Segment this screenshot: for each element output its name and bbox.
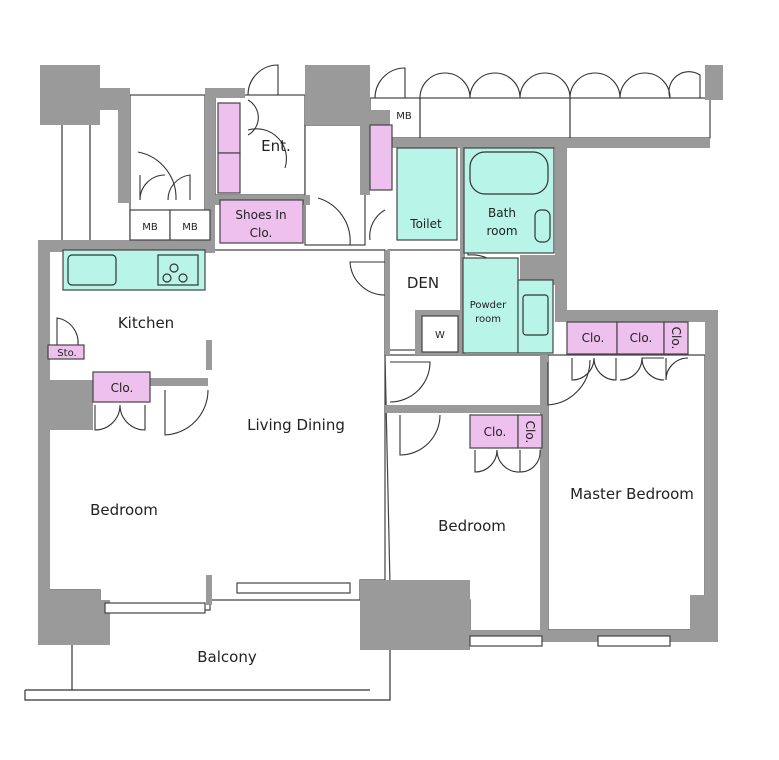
label-storage: Sto. xyxy=(57,348,76,359)
label-living-dining: Living Dining xyxy=(247,416,345,434)
label-mb-left-1: MB xyxy=(142,222,158,233)
room-labels: Ent. Shoes In Clo. MB MB MB Toilet Bath … xyxy=(57,111,694,666)
label-bedroom-left: Bedroom xyxy=(90,501,158,519)
windows xyxy=(104,582,671,647)
label-shoes-closet-2: Clo. xyxy=(250,226,273,240)
label-bath: Bath xyxy=(488,206,516,220)
label-shoes-closet: Shoes In xyxy=(235,208,286,222)
label-closet-left: Clo. xyxy=(111,381,134,395)
label-toilet: Toilet xyxy=(409,217,442,231)
storage-units xyxy=(47,102,689,449)
doors xyxy=(56,64,701,473)
label-powder-2: room xyxy=(475,314,501,325)
label-master-bedroom: Master Bedroom xyxy=(570,485,694,503)
label-middle-closet-1: Clo. xyxy=(484,425,507,439)
label-powder: Powder xyxy=(470,300,507,311)
label-bedroom-middle: Bedroom xyxy=(438,517,506,535)
label-mb-top: MB xyxy=(396,111,412,122)
label-middle-closet-2: Clo. xyxy=(523,421,537,444)
label-den: DEN xyxy=(407,274,439,292)
label-master-closet-3: Clo. xyxy=(669,327,683,350)
label-washer: W xyxy=(435,330,445,341)
label-master-closet-2: Clo. xyxy=(630,331,653,345)
label-kitchen: Kitchen xyxy=(118,314,174,332)
label-entrance: Ent. xyxy=(261,137,291,155)
wet-areas xyxy=(62,147,555,354)
label-mb-left-2: MB xyxy=(182,222,198,233)
label-master-closet-1: Clo. xyxy=(582,331,605,345)
label-balcony: Balcony xyxy=(197,648,257,666)
label-bath-2: room xyxy=(486,224,517,238)
walls xyxy=(38,65,723,650)
interior xyxy=(47,124,706,636)
balcony-area xyxy=(24,645,391,701)
